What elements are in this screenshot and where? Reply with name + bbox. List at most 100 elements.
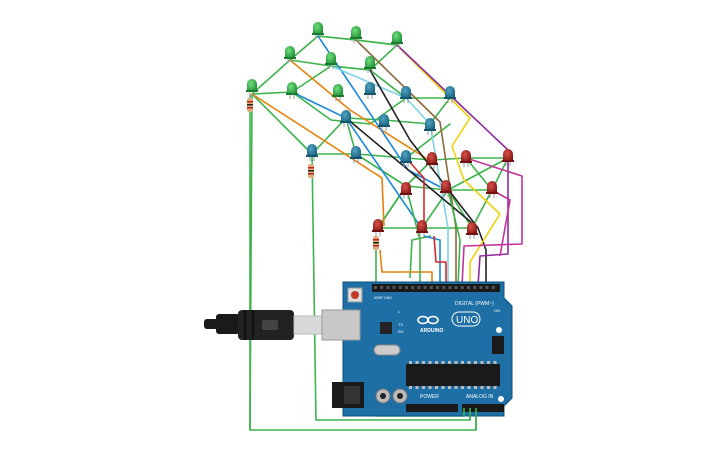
header-pin[interactable] — [405, 286, 408, 289]
analog-header[interactable] — [462, 404, 504, 412]
header-pin[interactable] — [374, 286, 377, 289]
led-icon[interactable] — [466, 222, 478, 239]
chip-pin — [474, 361, 477, 364]
header-wires — [463, 408, 477, 430]
chip-pin — [493, 386, 497, 389]
on-label: ON — [494, 308, 500, 313]
chip-pin — [480, 386, 484, 389]
chip-pin — [487, 386, 490, 389]
header-pin[interactable] — [398, 286, 402, 289]
chip-pin — [428, 361, 432, 364]
chip-pin — [487, 361, 490, 364]
led-icon[interactable] — [440, 180, 452, 197]
chip-pin — [409, 386, 412, 389]
chip-pin — [461, 386, 464, 389]
led-icon[interactable] — [350, 26, 362, 43]
chip-icon — [406, 361, 500, 389]
led-icon[interactable] — [312, 22, 324, 39]
header-pin[interactable] — [380, 286, 384, 289]
board-name-label: UNO — [456, 315, 478, 326]
header-pin[interactable] — [423, 286, 427, 289]
led-icon[interactable] — [400, 86, 412, 103]
led-icon[interactable] — [378, 114, 390, 131]
led-cube — [246, 22, 514, 239]
header-pin[interactable] — [473, 286, 477, 289]
chip-pin — [415, 361, 419, 364]
led-icon[interactable] — [444, 86, 456, 103]
chip-pin — [435, 386, 438, 389]
chip-pin — [428, 386, 432, 389]
chip-pin — [409, 361, 412, 364]
led-icon[interactable] — [391, 31, 403, 48]
resistor-icon[interactable] — [373, 236, 379, 250]
header-pin[interactable] — [411, 286, 415, 289]
analog-label: ANALOG IN — [466, 394, 494, 400]
chip-pin — [480, 361, 484, 364]
header-pin[interactable] — [448, 286, 452, 289]
header-pin[interactable] — [429, 286, 433, 289]
led-icon[interactable] — [350, 146, 362, 163]
chip-pin — [435, 361, 438, 364]
chip-pin — [467, 361, 471, 364]
led-icon[interactable] — [246, 79, 258, 96]
led-icon[interactable] — [426, 152, 438, 169]
header-pin[interactable] — [392, 286, 396, 289]
led-icon[interactable] — [364, 82, 376, 99]
led-icon[interactable] — [325, 52, 337, 69]
chip-pin — [474, 386, 477, 389]
board-digital-label: DIGITAL (PWM~) — [455, 301, 494, 307]
reset-button-icon[interactable] — [347, 287, 363, 303]
led-icon[interactable] — [372, 219, 384, 236]
arduino-uno-board[interactable]: DIGITAL (PWM~) ARDUINO TX RX ON L POWER … — [321, 281, 513, 417]
header-pin[interactable] — [454, 286, 458, 289]
power-header[interactable] — [406, 404, 458, 412]
aref-label: AREF — [374, 296, 383, 300]
chip-pin — [422, 361, 425, 364]
led-icon[interactable] — [306, 144, 318, 161]
led-icon[interactable] — [284, 46, 296, 63]
chip-pin — [454, 361, 458, 364]
header-pin[interactable] — [442, 286, 446, 289]
led-icon[interactable] — [400, 150, 412, 167]
chip-pin — [415, 386, 419, 389]
resistor-icon[interactable] — [308, 164, 314, 178]
led-icon[interactable] — [332, 84, 344, 101]
chip-pin — [448, 386, 451, 389]
board-brand-label: ARDUINO — [420, 328, 443, 334]
led-icon[interactable] — [286, 82, 298, 99]
led-icon[interactable] — [460, 150, 472, 167]
header-pin[interactable] — [485, 286, 489, 289]
header-pin[interactable] — [436, 286, 439, 289]
chip-pin — [467, 386, 471, 389]
header-pin[interactable] — [417, 286, 421, 289]
led-icon[interactable] — [364, 56, 376, 73]
chip-pin — [493, 361, 497, 364]
header-pin[interactable] — [467, 286, 470, 289]
header-pin[interactable] — [491, 286, 495, 289]
gnd-label: GND — [384, 296, 392, 300]
led-icon[interactable] — [340, 110, 352, 127]
led-icon[interactable] — [486, 181, 498, 198]
header-pin[interactable] — [386, 286, 390, 289]
led-icon[interactable] — [416, 220, 428, 237]
led-icon[interactable] — [400, 182, 412, 199]
header-pin[interactable] — [460, 286, 464, 289]
power-label: POWER — [420, 394, 439, 400]
header-pin[interactable] — [479, 286, 483, 289]
chip-pin — [461, 361, 464, 364]
chip-pin — [441, 361, 445, 364]
tx-label: TX — [398, 322, 403, 327]
resistors — [247, 94, 379, 250]
chip-pin — [441, 386, 445, 389]
rx-label: RX — [398, 329, 404, 334]
chip-pin — [448, 361, 451, 364]
power-jack-icon[interactable] — [332, 382, 364, 408]
l-label: L — [398, 309, 401, 314]
led-icon[interactable] — [502, 149, 514, 166]
led-icon[interactable] — [424, 118, 436, 135]
chip-pin — [422, 386, 425, 389]
arduino-logo-icon — [417, 315, 439, 325]
usb-chip-icon — [380, 322, 392, 334]
chip-pin — [454, 386, 458, 389]
